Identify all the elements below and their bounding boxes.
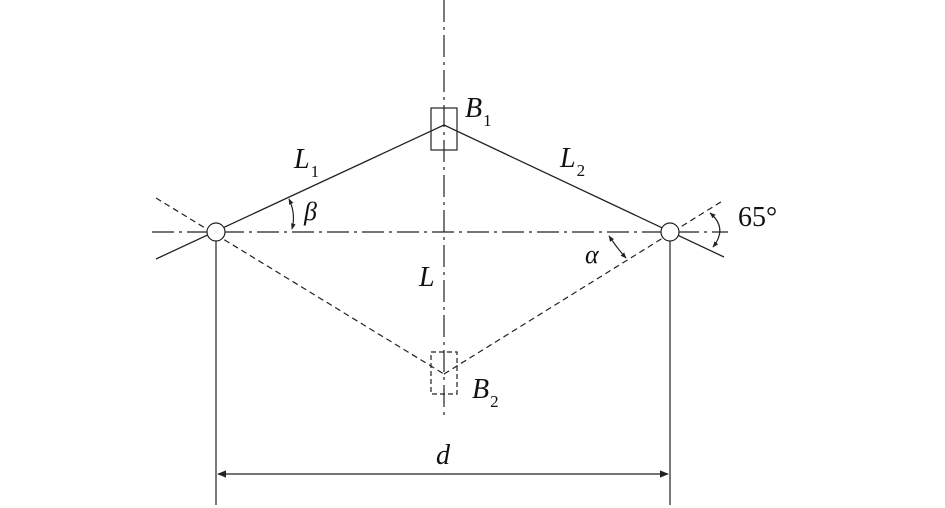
label-65-degrees: 65° [738,202,777,233]
label-b1: B1 [465,93,492,130]
line-l1 [155,124,445,260]
label-alpha: α [585,240,600,269]
left-pivot-circle [206,222,226,242]
right-pivot-circle [660,222,680,242]
label-l1: L1 [293,144,319,181]
label-b2: B2 [472,374,499,411]
line-l2 [443,124,725,258]
label-beta: β [303,197,317,226]
dashed-line-right-lower [443,199,725,375]
label-l-center: L [418,262,435,293]
b2-rectangle [430,351,458,395]
dashed-line-left-lower [155,197,445,375]
alpha-angle-arc [608,235,627,259]
beta-angle-arc [288,198,296,230]
label-d: d [436,440,451,471]
label-l2: L2 [559,143,585,180]
b1-rectangle [430,107,458,151]
angle-65-arc [709,212,721,248]
